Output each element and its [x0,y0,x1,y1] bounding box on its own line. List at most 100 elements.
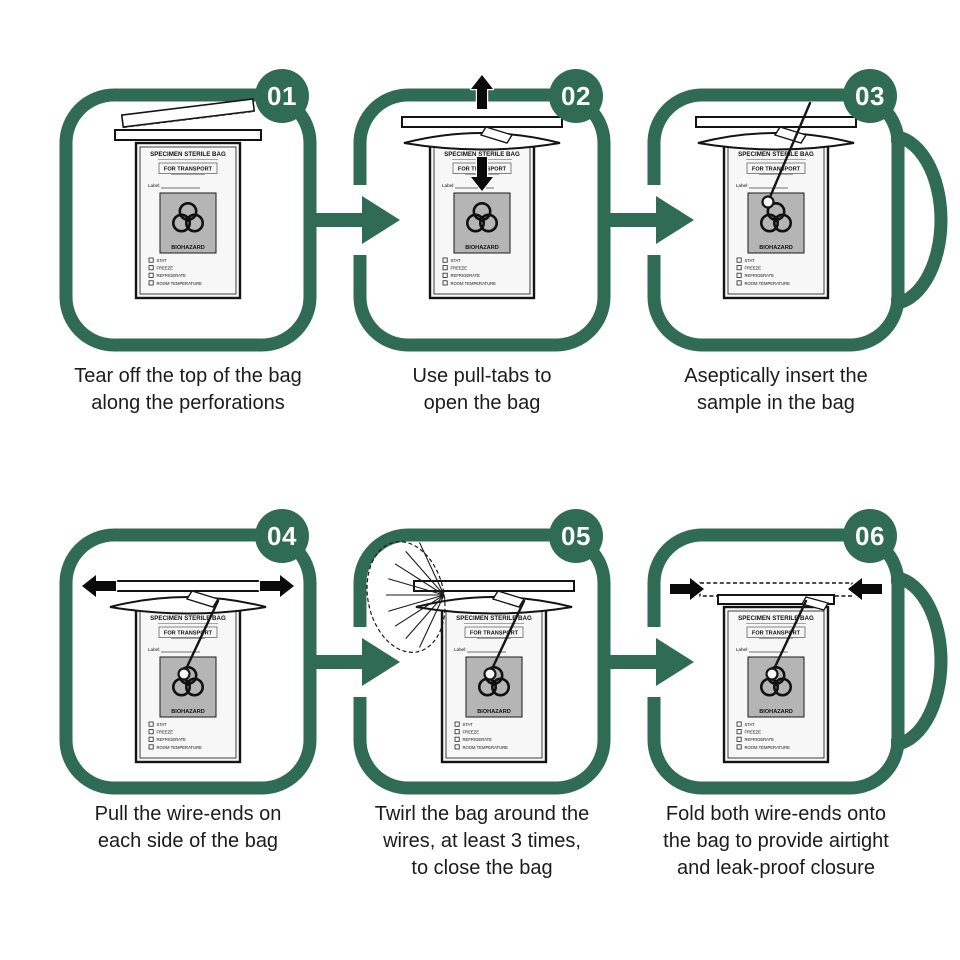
step-number-badge: 04 [255,509,309,563]
bag-text: FOR TRANSPORT [752,167,801,173]
bag-text: FREEZE [745,730,762,735]
bag-text: SPECIMEN STERILE BAG [444,151,520,158]
bag-text: FOR TRANSPORT [752,631,801,637]
bag-text: BIOHAZARD [465,245,499,251]
bag-text: REFRIGERATE [463,737,493,742]
bag-text: Label: [736,647,749,652]
checkbox-icon [442,280,448,286]
step-number-badge: 06 [843,509,897,563]
swab-sample-icon [765,599,808,681]
bag-text: FREEZE [745,266,762,271]
left-arrow-icon [80,573,118,599]
checkbox-icon [148,721,154,727]
checkbox-icon [148,265,154,271]
swab-sample-icon [483,599,526,681]
bag-text: FOR TRANSPORT [164,167,213,173]
step-caption: Use pull-tabs to open the bag [412,365,552,414]
bag-text: STAT [157,258,168,263]
open-bag-mouth [109,596,267,615]
bag-text: SPECIMEN STERILE BAG [150,151,226,158]
biohazard-icon [760,202,793,233]
pull-tab [491,590,526,608]
right-arrow-icon [258,573,296,599]
bag-text: BIOHAZARD [759,245,793,251]
bag-text: FREEZE [463,730,480,735]
bag-text: STAT [745,258,756,263]
bag-text: STAT [463,722,474,727]
checkbox-icon [736,721,742,727]
bag-text: ROOM TEMPERATURE [463,745,509,750]
checkbox-icon [148,280,154,286]
bag-text: ROOM TEMPERATURE [745,281,791,286]
checkbox-icon [736,736,742,742]
bag-text: Label: [148,183,161,188]
checkbox-icon [454,744,460,750]
wire-bar [695,116,857,128]
inward-right-arrow-icon [668,576,706,602]
bag-text: STAT [451,258,462,263]
pull-tab [801,596,829,611]
bag-text: ROOM TEMPERATURE [451,281,497,286]
bag-text: SPECIMEN STERILE BAG [738,615,814,622]
biohazard-label-square [159,192,217,254]
pull-tab [479,126,514,144]
bag-text: REFRIGERATE [745,737,775,742]
checkbox-icon [442,257,448,263]
checkbox-icon [454,736,460,742]
twirl-motion-icon [366,541,446,653]
bag-text: REFRIGERATE [745,273,775,278]
flow-arrow [305,196,400,244]
step-caption: Pull the wire-ends on each side of the b… [94,803,282,852]
bag-text: BIOHAZARD [171,709,205,715]
bag-text: SPECIMEN STERILE BAG [738,151,814,158]
inward-left-arrow-icon [846,576,884,602]
down-arrow-icon [469,155,495,193]
step-number-badge: 02 [549,69,603,123]
flow-side-curve [890,570,948,752]
checkbox-icon [454,721,460,727]
checkbox-icon [736,265,742,271]
open-bag-mouth [403,132,561,151]
bag-text: Label: [442,183,455,188]
checkbox-icon [148,736,154,742]
bag-text: ROOM TEMPERATURE [157,281,203,286]
wire-bar [401,116,563,128]
open-bag-mouth [697,132,855,151]
bag-text: FOR TRANSPORT [164,631,213,637]
step-caption: Fold both wire-ends onto the bag to prov… [663,803,889,879]
pull-tab [185,590,220,608]
checkbox-icon [442,265,448,271]
bag-text: REFRIGERATE [157,273,187,278]
checkbox-icon [148,257,154,263]
checkbox-icon [442,272,448,278]
wire-bar [107,580,269,592]
swab-sample-icon [761,101,812,209]
checkbox-icon [736,729,742,735]
bag-text: SPECIMEN STERILE BAG [150,615,226,622]
bag-text: STAT [745,722,756,727]
step-number-badge: 05 [549,509,603,563]
step-caption: Aseptically insert the sample in the bag [684,365,868,414]
biohazard-label-square [747,192,805,254]
step-caption: Twirl the bag around the wires, at least… [374,803,590,879]
flow-side-curve [890,129,948,311]
bag-text: REFRIGERATE [157,737,187,742]
step-number-badge: 01 [255,69,309,123]
biohazard-icon [466,202,499,233]
flow-arrow [305,638,400,686]
checkbox-icon [148,729,154,735]
torn-top-strip [120,98,256,129]
checkbox-icon [736,257,742,263]
biohazard-icon [760,666,793,697]
